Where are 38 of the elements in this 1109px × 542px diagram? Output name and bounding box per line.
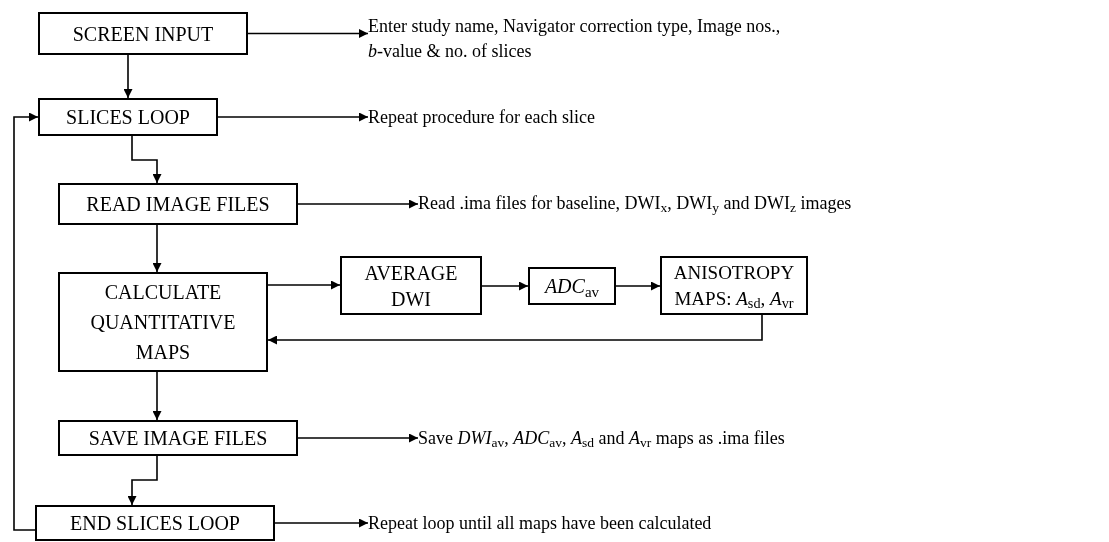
description-text: Read .ima files for baseline, DWI$_{x}$, DWI$_{y}$ and DWI$_{z}$ images <box>418 191 852 217</box>
box-label: ANISOTROPY MAPS: A$_{sd}$, A$_{vr}$ <box>672 260 796 312</box>
process-box <box>528 267 616 305</box>
description-text: Save DWI$_{av}$, ADC$_{av}$, A$_{sd}$ and A$_{vr}$ maps as .ima files <box>418 426 785 452</box>
process-box <box>38 12 248 55</box>
process-box <box>660 256 808 315</box>
process-box <box>58 272 268 372</box>
arrow <box>152 224 162 273</box>
box-label: READ IMAGE FILES <box>86 192 270 217</box>
box-label: ADC$_{av}$ <box>544 274 600 301</box>
process-box <box>58 183 298 225</box>
box-label: CALCULATE QUANTITATIVE MAPS <box>89 280 237 365</box>
box-label: SCREEN INPUT <box>72 21 214 47</box>
description-text: Repeat loop until all maps have been calculated <box>368 511 712 535</box>
box-label: AVERAGE DWI <box>363 260 459 312</box>
description-text: Repeat procedure for each slice <box>368 105 595 129</box>
arrow <box>267 280 341 290</box>
arrow <box>152 371 162 421</box>
arrow <box>13 112 39 531</box>
arrow <box>131 135 162 184</box>
arrow <box>217 112 369 122</box>
box-label: SAVE IMAGE FILES <box>88 426 268 451</box>
arrow <box>297 433 419 443</box>
process-box <box>35 505 275 541</box>
arrow <box>615 281 661 291</box>
process-box <box>38 98 218 136</box>
box-label: END SLICES LOOP <box>70 511 240 536</box>
arrow <box>481 281 529 291</box>
process-box <box>58 420 298 456</box>
arrow <box>247 29 369 38</box>
box-label: SLICES LOOP <box>66 105 190 130</box>
arrow <box>123 54 133 99</box>
arrow <box>267 314 763 345</box>
arrow <box>297 199 419 209</box>
process-box <box>340 256 482 315</box>
arrow <box>274 518 369 528</box>
arrow <box>127 455 158 506</box>
description-text: Enter study name, Navigator correction type, Image nos., b-value & no. of slices <box>368 15 782 63</box>
